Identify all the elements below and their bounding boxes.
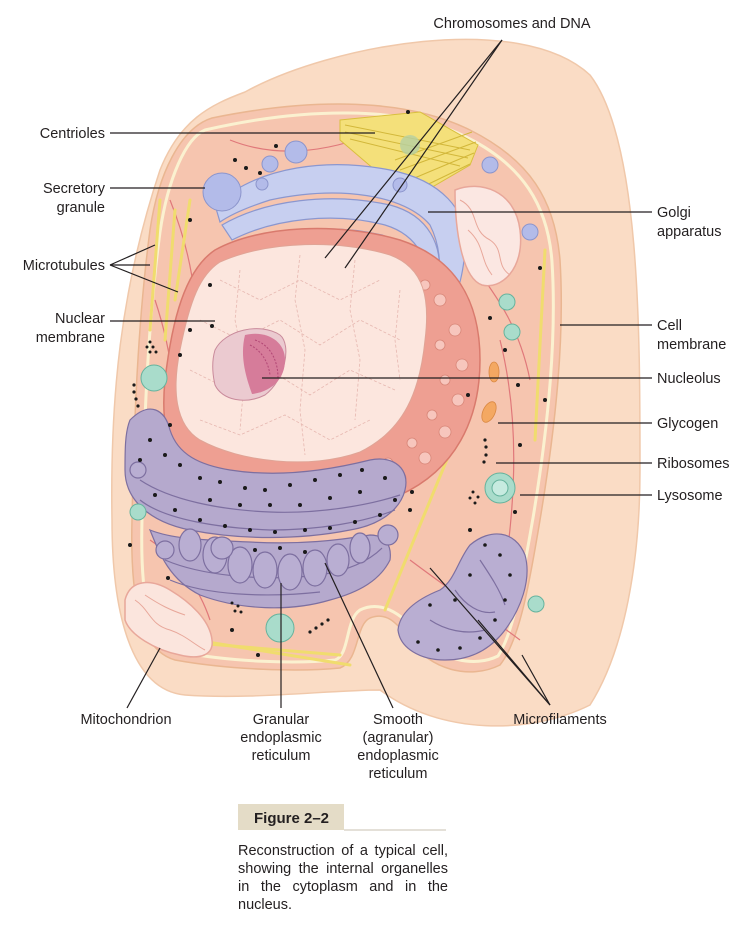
label-nuclear-membrane-line1: Nuclear bbox=[55, 311, 105, 327]
label-ger-line3: reticulum bbox=[252, 748, 311, 764]
filament-ribosomes bbox=[416, 543, 512, 652]
label-secretory-granule-line1: Secretory bbox=[43, 181, 106, 197]
microtubules bbox=[148, 198, 547, 667]
label-microfilaments: Microfilaments bbox=[513, 712, 606, 728]
label-cell-membrane-line1: Cell bbox=[657, 318, 682, 334]
free-ribosomes bbox=[128, 110, 547, 657]
label-ser-line2: (agranular) bbox=[363, 730, 434, 746]
label-nucleolus: Nucleolus bbox=[657, 371, 721, 387]
figure-title-bar bbox=[238, 804, 344, 830]
ribosome-clusters bbox=[132, 340, 488, 634]
label-ser-line4: reticulum bbox=[369, 766, 428, 782]
glycogen-granules bbox=[481, 361, 500, 423]
er-ribosomes bbox=[138, 423, 414, 554]
mitochondrion-lower bbox=[124, 581, 213, 658]
figure-title: Figure 2–2 bbox=[254, 810, 329, 827]
label-centrioles: Centrioles bbox=[40, 126, 105, 142]
label-mitochondrion: Mitochondrion bbox=[80, 712, 171, 728]
label-microtubules: Microtubules bbox=[23, 258, 105, 274]
label-cell-membrane-line2: membrane bbox=[657, 337, 726, 353]
nucleus bbox=[175, 244, 428, 463]
label-chromosomes-dna: Chromosomes and DNA bbox=[433, 16, 590, 32]
label-secretory-granule-line2: granule bbox=[57, 200, 105, 216]
label-ger-line1: Granular bbox=[253, 712, 310, 728]
mitochondrion-upper bbox=[454, 185, 522, 287]
leader-lines bbox=[109, 39, 652, 709]
label-ger-line2: endoplasmic bbox=[240, 730, 321, 746]
label-lysosome: Lysosome bbox=[657, 488, 723, 504]
figure-caption: Reconstruction of a typical cell, showin… bbox=[238, 843, 448, 913]
label-golgi-line2: apparatus bbox=[657, 224, 722, 240]
lysosomes bbox=[129, 293, 545, 643]
label-nuclear-membrane-line2: membrane bbox=[36, 330, 105, 346]
label-ribosomes: Ribosomes bbox=[657, 456, 730, 472]
label-golgi-line1: Golgi bbox=[657, 205, 691, 221]
nucleolus-body bbox=[212, 328, 287, 401]
label-ser-line1: Smooth bbox=[373, 712, 423, 728]
vesicles bbox=[202, 140, 539, 241]
centrioles bbox=[339, 111, 479, 201]
label-glycogen: Glycogen bbox=[657, 416, 718, 432]
filament-network bbox=[397, 533, 528, 661]
label-ser-line3: endoplasmic bbox=[357, 748, 438, 764]
